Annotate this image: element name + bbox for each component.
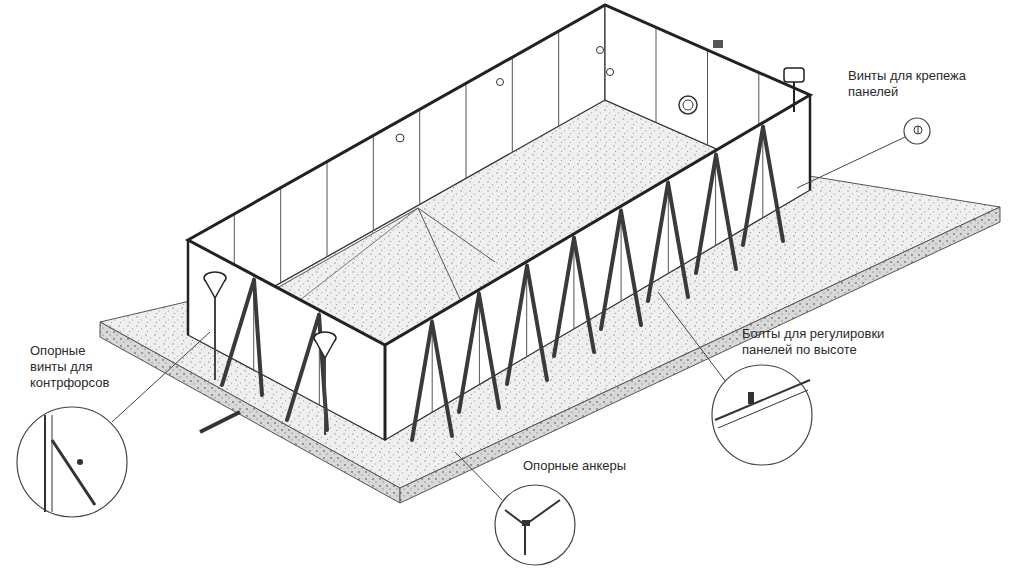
callout-label: Болты для регулировки панелей по высоте <box>742 326 917 358</box>
callout-label: Опорные винты для контрфорсов <box>30 343 118 391</box>
callout-label: Винты для крепежа панелей <box>848 68 998 100</box>
callout-label: Опорные анкеры <box>523 458 626 474</box>
